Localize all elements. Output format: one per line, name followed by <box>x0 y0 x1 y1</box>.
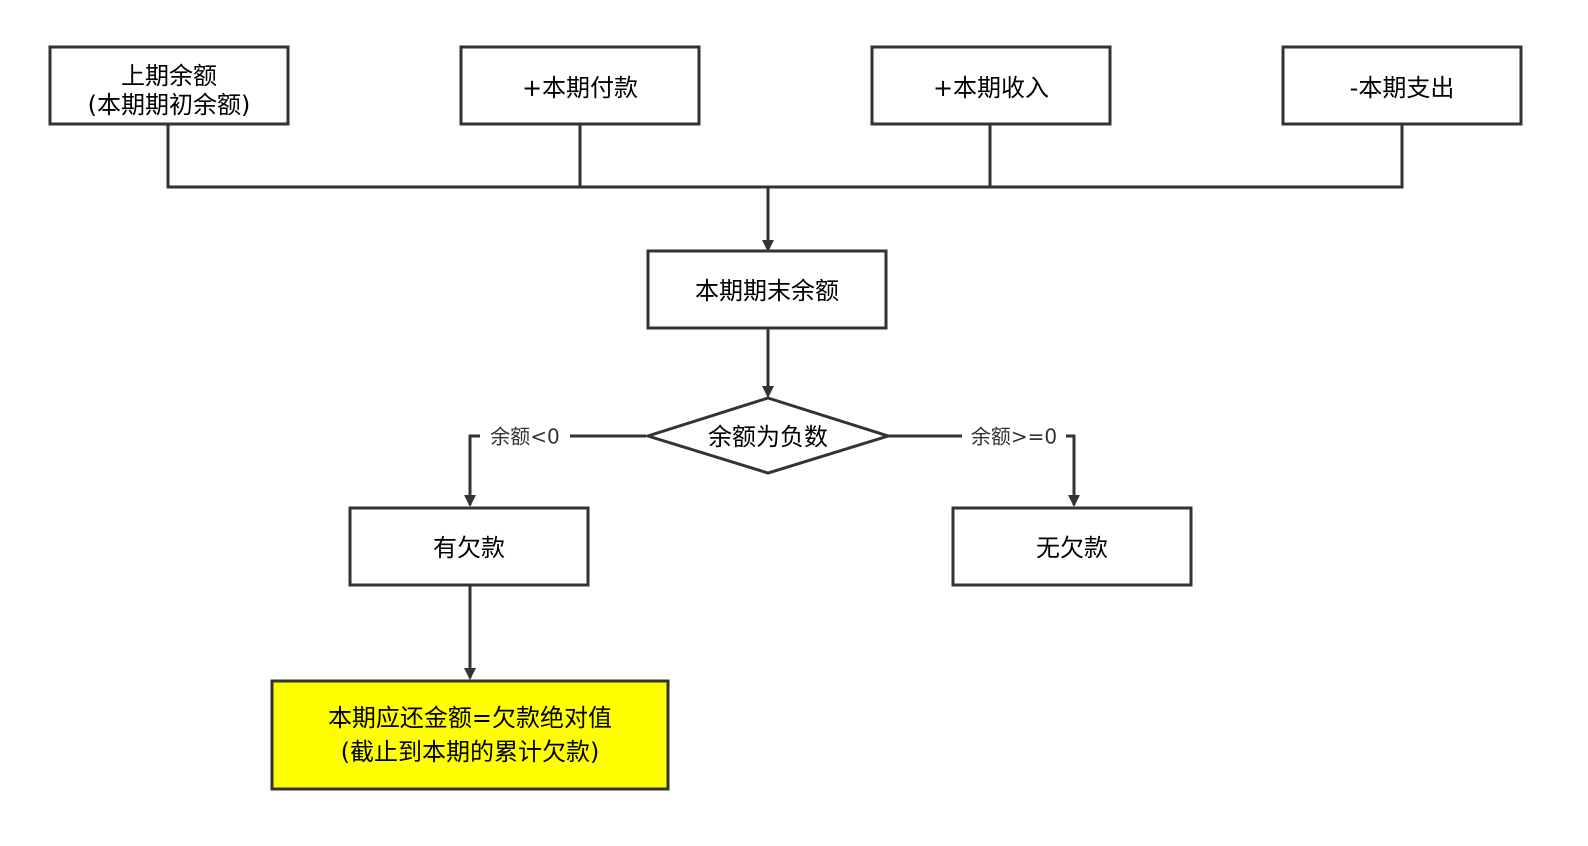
edge-label-negative: 余额<0 <box>480 422 570 450</box>
node-has-debt: 有欠款 <box>348 506 590 587</box>
arrow-negative-to-has-debt <box>464 434 646 507</box>
node-repay-box <box>270 679 670 791</box>
node-income-box <box>870 45 1112 126</box>
node-expense-box <box>1281 45 1523 126</box>
connector-prev-balance <box>166 124 768 189</box>
node-prev-balance-box <box>48 45 290 126</box>
arrows <box>464 187 1080 680</box>
node-expense-label: -本期支出 <box>1350 74 1455 102</box>
node-repay: 本期应还金额=欠款绝对值 (截止到本期的累计欠款) <box>270 679 670 791</box>
merge-connectors <box>166 124 1404 189</box>
node-income-label: +本期收入 <box>933 74 1049 102</box>
node-prev-balance-line2: (本期期初余额) <box>88 91 251 119</box>
node-payment-box <box>459 45 701 126</box>
node-payment: +本期付款 <box>459 45 701 126</box>
node-no-debt-box <box>951 506 1193 587</box>
node-repay-line1: 本期应还金额=欠款绝对值 <box>328 704 612 732</box>
node-prev-balance-line1: 上期余额 <box>121 62 217 90</box>
node-end-balance: 本期期末余额 <box>646 249 888 330</box>
edge-label-negative-bg <box>480 422 570 450</box>
node-repay-line2: (截止到本期的累计欠款) <box>341 738 600 766</box>
node-end-balance-label: 本期期末余额 <box>695 277 839 305</box>
node-end-balance-box <box>646 249 888 330</box>
node-income: +本期收入 <box>870 45 1112 126</box>
node-payment-label: +本期付款 <box>522 74 638 102</box>
arrow-non-negative-to-no-debt <box>888 434 1080 507</box>
node-has-debt-label: 有欠款 <box>433 534 505 562</box>
node-decision-label: 余额为负数 <box>708 423 828 451</box>
node-has-debt-box <box>348 506 590 587</box>
connector-expense <box>768 124 1404 189</box>
node-no-debt: 无欠款 <box>951 506 1193 587</box>
edge-label-negative-text: 余额<0 <box>490 425 559 449</box>
edge-label-non-negative: 余额>=0 <box>962 422 1066 450</box>
node-decision-diamond <box>642 396 894 475</box>
edge-label-non-negative-bg <box>962 422 1066 450</box>
edge-label-non-negative-text: 余额>=0 <box>971 425 1057 449</box>
node-no-debt-label: 无欠款 <box>1036 534 1108 562</box>
node-expense: -本期支出 <box>1281 45 1523 126</box>
node-prev-balance: 上期余额 (本期期初余额) <box>48 45 290 126</box>
node-decision: 余额为负数 <box>642 396 894 475</box>
